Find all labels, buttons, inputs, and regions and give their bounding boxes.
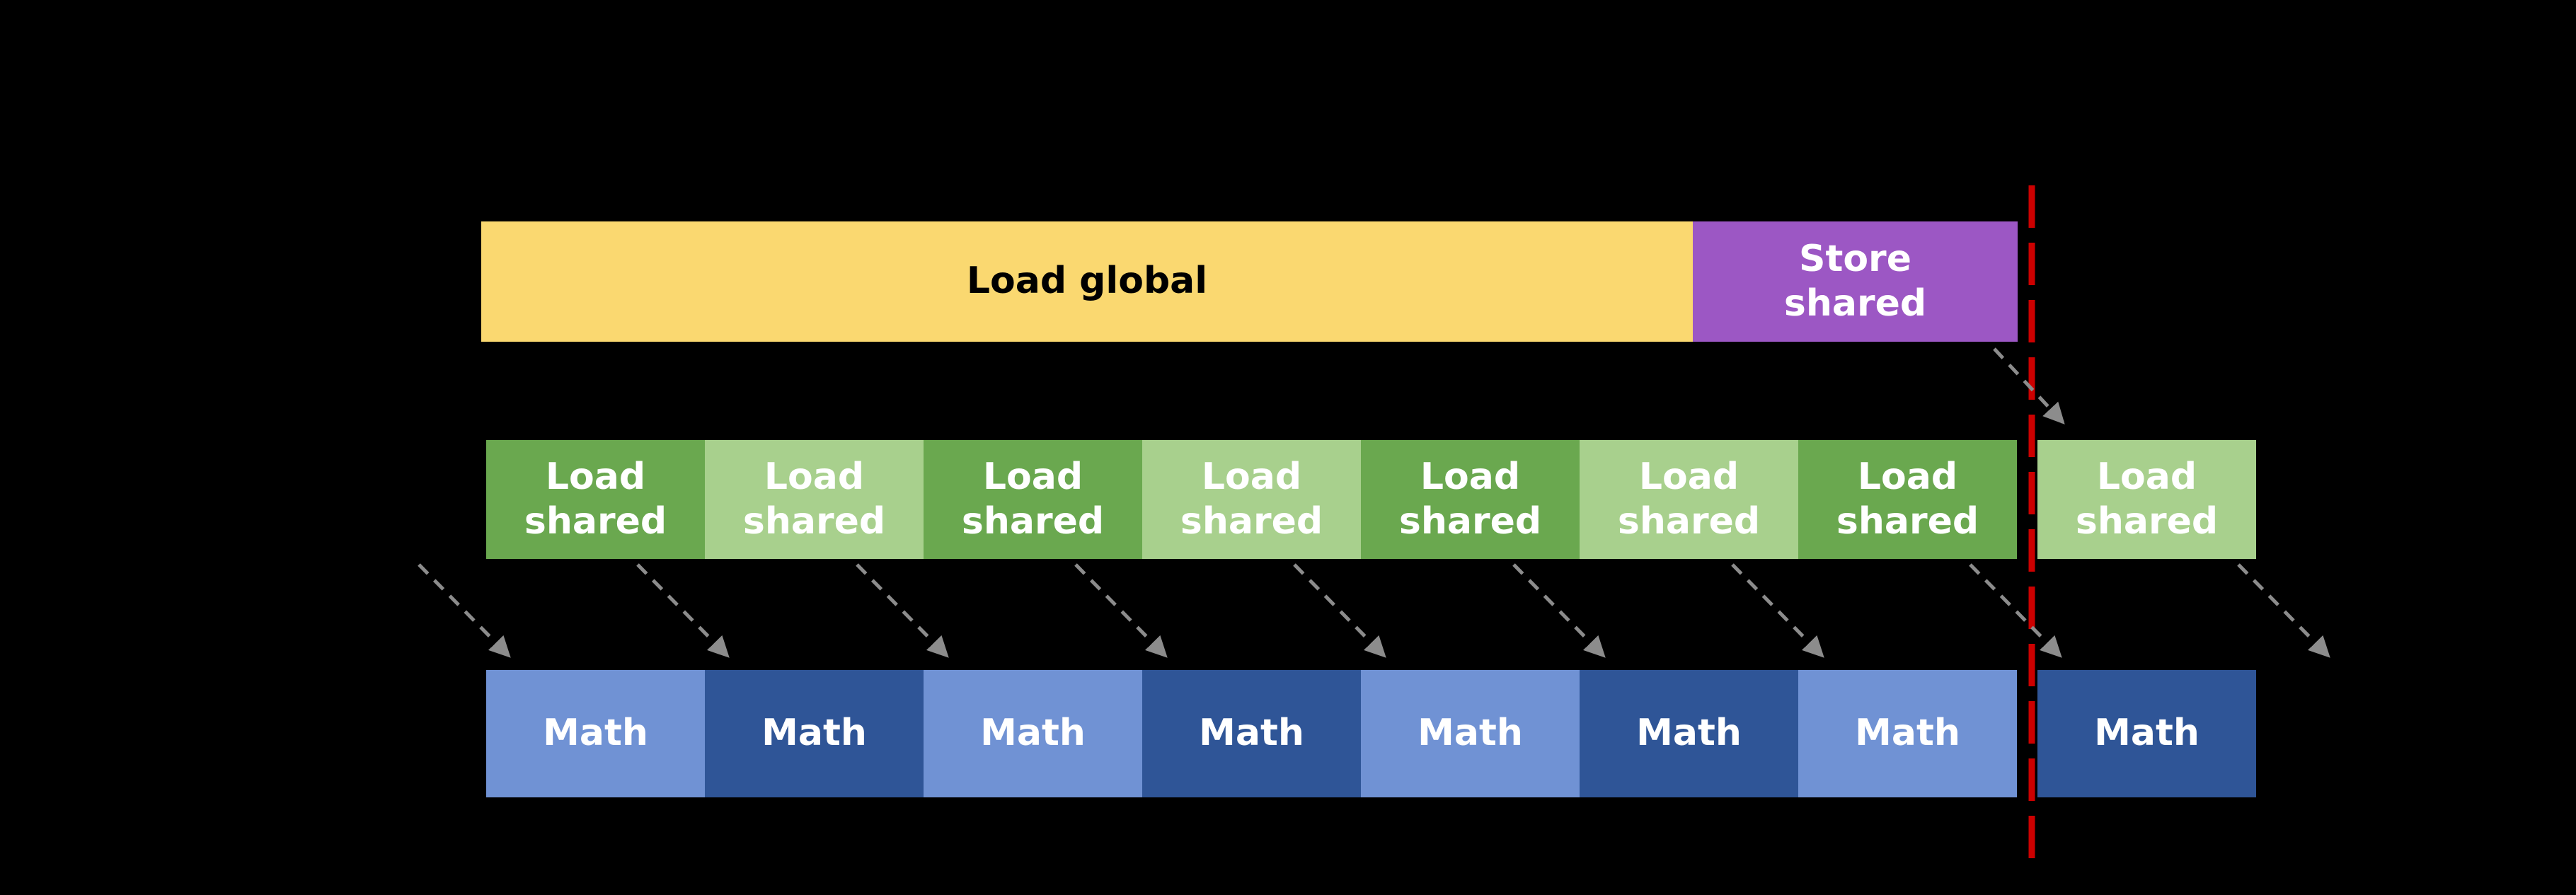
load-shared-box-4: Load shared (1142, 440, 1361, 559)
load-shared-box-6: Load shared (1580, 440, 1798, 559)
load-shared-label: Load shared (1398, 455, 1542, 543)
math-label: Math (1636, 712, 1742, 755)
math-label: Math (761, 712, 867, 755)
math-label: Math (980, 712, 1086, 755)
load-to-math-arrow-1 (418, 563, 511, 658)
load-shared-box-3: Load shared (924, 440, 1142, 559)
load-shared-box-1: Load shared (486, 440, 705, 559)
math-box-3: Math (924, 670, 1142, 797)
load-shared-box-5: Load shared (1361, 440, 1580, 559)
load-to-math-arrow-5 (1293, 563, 1386, 658)
load-to-math-arrow-3 (856, 563, 949, 658)
load-to-math-arrow-2 (636, 563, 730, 658)
math-box-4: Math (1142, 670, 1361, 797)
load-shared-box-8: Load shared (2037, 440, 2256, 559)
math-box-5: Math (1361, 670, 1580, 797)
store-shared-box: Store shared (1693, 221, 2018, 342)
math-label: Math (1199, 712, 1304, 755)
load-to-math-arrow-7 (1731, 563, 1824, 658)
math-label: Math (543, 712, 648, 755)
load-to-math-arrow-4 (1074, 563, 1168, 658)
math-box-6: Math (1580, 670, 1798, 797)
store-to-load-arrow (1993, 347, 2065, 425)
load-to-math-arrow-8 (1969, 563, 2062, 658)
load-to-math-arrow-6 (1512, 563, 1606, 658)
load-shared-label: Load shared (1836, 455, 1979, 543)
load-to-math-arrow-9 (2237, 563, 2330, 658)
load-global-label: Load global (966, 260, 1208, 303)
load-shared-box-7: Load shared (1798, 440, 2017, 559)
math-label: Math (1855, 712, 1960, 755)
math-box-8: Math (2037, 670, 2256, 797)
load-shared-label: Load shared (961, 455, 1105, 543)
load-shared-label: Load shared (2075, 455, 2219, 543)
math-box-2: Math (705, 670, 924, 797)
math-label: Math (2094, 712, 2200, 755)
math-label: Math (1418, 712, 1523, 755)
load-shared-label: Load shared (1180, 455, 1323, 543)
load-shared-label: Load shared (742, 455, 886, 543)
load-global-box: Load global (481, 221, 1693, 342)
store-shared-label: Store shared (1783, 237, 1927, 325)
load-shared-label: Load shared (524, 455, 667, 543)
math-box-7: Math (1798, 670, 2017, 797)
math-box-1: Math (486, 670, 705, 797)
load-shared-box-2: Load shared (705, 440, 924, 559)
load-shared-label: Load shared (1617, 455, 1761, 543)
